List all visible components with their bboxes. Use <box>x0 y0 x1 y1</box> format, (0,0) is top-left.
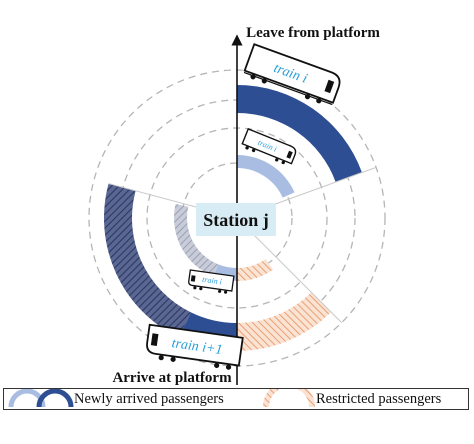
waiting-sector-inner <box>174 203 219 277</box>
legend-item-restricted: Restricted passengers <box>262 389 441 409</box>
leave-platform-label: Leave from platform <box>246 25 380 41</box>
train-icon-small: train i <box>188 269 235 294</box>
newly-arrived-swatch-icon <box>8 389 74 408</box>
passenger-sectors <box>104 85 362 351</box>
train-icon-mid: train i <box>241 128 297 165</box>
passenger-flow-diagram: Station j Leave from platform Arrive at … <box>88 25 386 386</box>
legend-restricted-label: Restricted passengers <box>316 390 442 407</box>
restricted-sector-inner <box>237 258 274 281</box>
waiting-sector-outer <box>104 183 191 338</box>
leave-sector-outer <box>237 85 362 183</box>
station-box <box>196 203 276 236</box>
legend-item-newly-arrived: Newly arrived passengers <box>8 389 224 409</box>
leave-sector-inner <box>237 155 295 198</box>
restricted-swatch-icon <box>263 389 315 408</box>
train-icon-bottom: train i+1 <box>146 323 244 370</box>
legend: Newly arrived passengers Restricted pass… <box>3 388 469 410</box>
train-bottom-label: train i+1 <box>171 336 224 358</box>
arrive-platform-label: Arrive at platform <box>112 370 232 386</box>
restricted-sector-outer <box>237 292 332 351</box>
train-small-label: train i <box>202 275 223 287</box>
legend-newly-arrived-label: Newly arrived passengers <box>74 390 224 407</box>
station-label: Station j <box>203 210 269 230</box>
train-icon-top: train i <box>243 43 341 106</box>
